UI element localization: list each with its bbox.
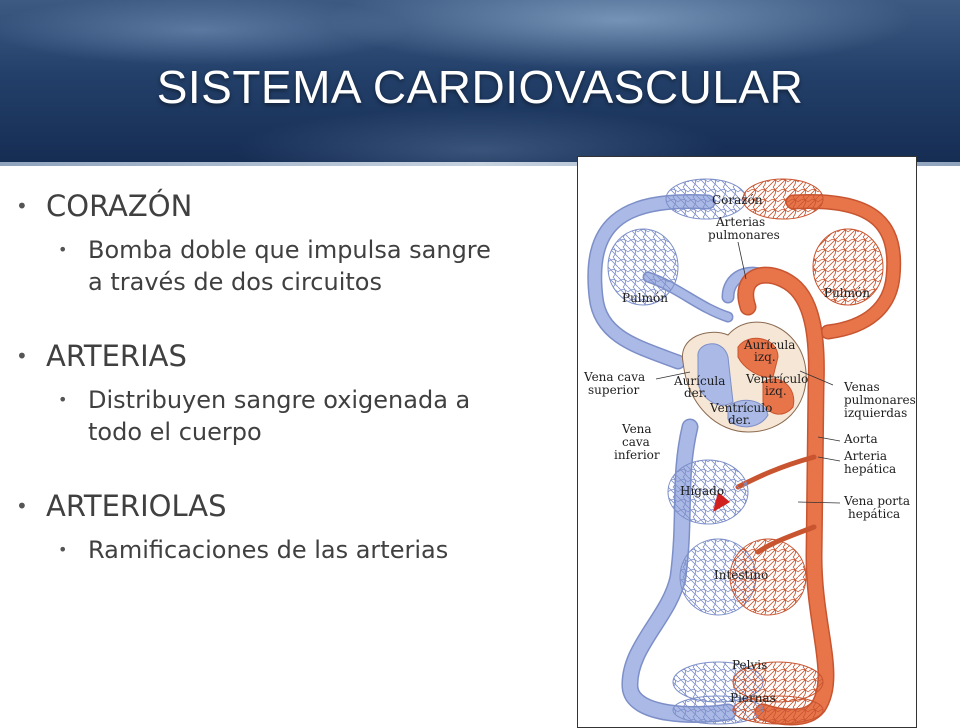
label-venas-pulmonares-2: pulmonares [844,393,916,407]
label-arterias-pulmonares-1: Arterias [715,215,765,229]
label-venas-pulmonares-1: Venas [843,380,880,394]
capillary-bed-lungs [607,228,884,306]
label-vena-cava-inferior-3: inferior [614,448,660,462]
label-pulmon-right: Pulmón [824,286,870,300]
label-ventriculo-der-2: der. [728,413,751,427]
bullet-icon: • [16,344,28,368]
diagram-labels: Corazón Arterias pulmonares Pulmón Pulmó… [583,193,916,705]
sub-bullet-text: Bomba doble que impulsa sangre a través … [88,236,491,296]
label-corazon: Corazón [712,193,763,207]
bullet-icon: • [58,540,68,559]
bullet-label: ARTERIOLAS [46,489,227,523]
label-pelvis: Pelvis [732,658,767,672]
bullet-label: ARTERIAS [46,339,187,373]
label-auricula-izq-2: izq. [754,350,776,364]
label-pulmon-left: Pulmón [622,291,668,305]
capillary-bed-corazon [665,178,824,220]
bullet-list: • CORAZÓN • Bomba doble que impulsa sang… [14,188,559,566]
label-arteria-hepatica-1: Arteria [843,449,887,463]
capillary-bed-intestine [679,538,807,616]
label-vena-cava-inferior-2: cava [622,435,650,449]
leader-lines [655,241,841,504]
label-arteria-hepatica-2: hepática [844,462,896,476]
bullet-icon: • [58,390,68,409]
label-auricula-der-1: Aurícula [673,374,725,388]
sub-bullet-text: Distribuyen sangre oxigenada a todo el c… [88,386,471,446]
label-ventriculo-der-1: Ventrículo [709,401,772,415]
circulation-svg: Corazón Arterias pulmonares Pulmón Pulmó… [583,178,916,726]
label-venas-pulmonares-3: izquierdas [844,406,907,420]
label-intestino: Intestino [714,568,768,582]
bullet-label: CORAZÓN [46,189,193,223]
sub-bullet-text: Ramificaciones de las arterias [88,536,449,564]
bullet-icon: • [16,194,28,218]
label-higado: Hígado [680,484,724,498]
bullet-icon: • [16,494,28,518]
circulation-diagram: Corazón Arterias pulmonares Pulmón Pulmó… [577,156,917,728]
label-ventriculo-izq-2: izq. [765,384,787,398]
label-vena-cava-superior-2: superior [588,383,639,397]
label-vena-cava-inferior-1: Vena [621,422,652,436]
label-aorta: Aorta [843,432,878,446]
label-arterias-pulmonares-2: pulmonares [708,228,780,242]
sub-bullet-arteriolas: • Ramificaciones de las arterias [56,534,508,566]
sub-bullet-corazon: • Bomba doble que impulsa sangre a travé… [56,234,508,298]
label-piernas: Piernas [730,691,776,705]
label-auricula-izq-1: Aurícula [743,338,795,352]
label-ventriculo-izq-1: Ventrículo [745,372,808,386]
heart [682,321,807,433]
bullet-icon: • [58,240,68,259]
slide-title: SISTEMA CARDIOVASCULAR [156,61,804,113]
label-auricula-der-2: der. [684,386,707,400]
label-vena-porta-1: Vena porta [843,494,910,508]
bullet-arteriolas: • ARTERIOLAS [14,488,559,524]
label-vena-porta-2: hepática [848,507,900,521]
title-banner: SISTEMA CARDIOVASCULAR [0,0,960,166]
capillary-bed-pelvis [672,661,824,725]
sub-bullet-arterias: • Distribuyen sangre oxigenada a todo el… [56,384,508,448]
bullet-corazon: • CORAZÓN [14,188,559,224]
bullet-arterias: • ARTERIAS [14,338,559,374]
label-vena-cava-superior-1: Vena cava [583,370,645,384]
capillary-bed-liver [667,459,749,525]
